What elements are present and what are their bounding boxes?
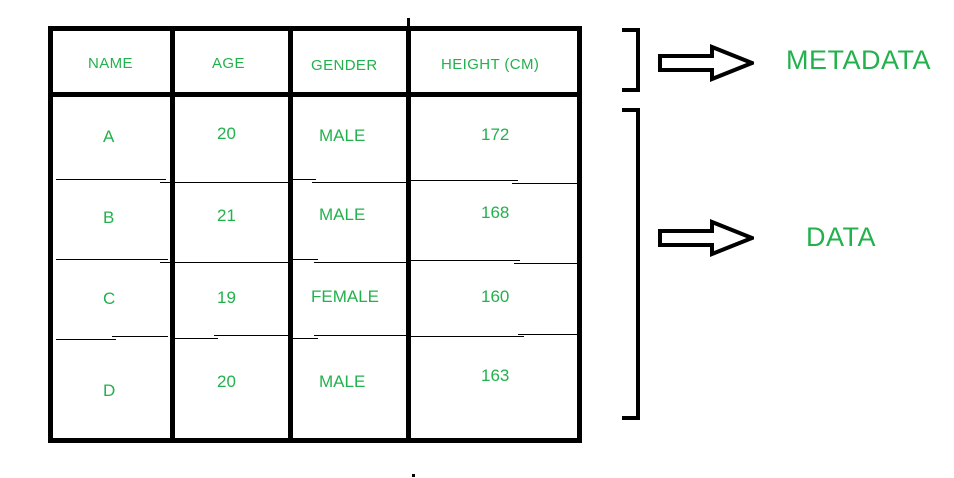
row-divider-c: [56, 339, 116, 340]
row-divider-b: [314, 262, 408, 263]
metadata-bracket: [622, 28, 640, 92]
row-divider-a: [56, 179, 166, 180]
row-divider-b: [160, 262, 290, 263]
table-cell-age: 20: [217, 124, 236, 143]
table-cell-gender: MALE: [319, 205, 366, 224]
table-outer-frame: [48, 26, 582, 443]
table-cell-gender: MALE: [319, 126, 366, 145]
table-cell-name: A: [103, 127, 115, 146]
table-header-rule: [48, 92, 582, 97]
column-separator-2: [288, 26, 293, 443]
data-label: DATA: [806, 222, 877, 252]
row-divider-c: [518, 334, 580, 335]
table-cell-gender: MALE: [319, 372, 366, 391]
column-separator-1: [170, 26, 175, 443]
row-divider-c: [290, 338, 318, 339]
right-arrow-icon: [658, 44, 758, 87]
table-cell-height: 160: [481, 287, 510, 306]
row-divider-c: [408, 336, 524, 337]
ink-artifact-top: [407, 18, 410, 28]
row-divider-a: [408, 180, 518, 181]
table-cell-height: 163: [481, 366, 510, 385]
right-arrow-icon: [658, 219, 758, 262]
row-divider-b: [408, 260, 520, 261]
metadata-label: METADATA: [786, 45, 931, 75]
table-cell-height: 168: [481, 203, 510, 222]
table-cell-name: C: [103, 289, 116, 308]
table-header-cell-name: NAME: [88, 55, 133, 72]
ink-artifact-bottom: [412, 474, 415, 477]
table-cell-name: B: [103, 208, 115, 227]
table-cell-gender: FEMALE: [311, 287, 380, 306]
row-divider-b: [514, 263, 580, 264]
data-bracket: [622, 108, 640, 420]
row-divider-c: [214, 335, 290, 336]
table-header-cell-height: HEIGHT (CM): [441, 56, 540, 73]
row-divider-a: [160, 182, 290, 183]
row-divider-c: [174, 338, 218, 339]
row-divider-c: [112, 336, 168, 337]
row-divider-b: [290, 259, 318, 260]
table-cell-age: 19: [217, 288, 236, 307]
row-divider-a: [290, 179, 316, 180]
row-divider-c: [314, 335, 408, 336]
row-divider-a: [312, 182, 408, 183]
table-header-cell-gender: GENDER: [311, 57, 378, 74]
table-cell-height: 172: [481, 125, 510, 144]
table-cell-age: 20: [217, 372, 236, 391]
row-divider-a: [512, 183, 580, 184]
column-separator-3: [406, 26, 411, 443]
table-header-cell-age: AGE: [212, 55, 245, 72]
table-cell-name: D: [103, 381, 116, 400]
row-divider-b: [56, 259, 168, 260]
table-cell-age: 21: [217, 206, 236, 225]
